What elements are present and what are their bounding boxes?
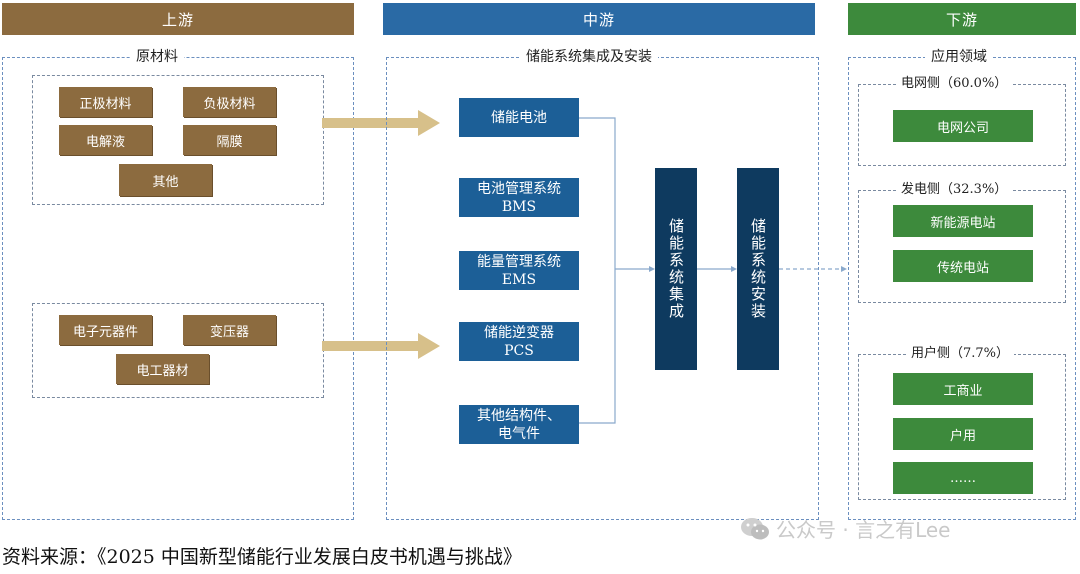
raw-materials-group-battery [32,75,324,205]
component-sublabel: PCS [504,342,534,359]
component-sublabel: BMS [501,198,537,215]
midstream-header-label: 中游 [582,10,615,29]
grid-company: 电网公司 [893,110,1033,142]
component-label: 其他结构件、 [477,407,561,424]
user-side-label: 用户侧（7.7%） [906,346,1015,362]
traditional-station: 传统电站 [893,250,1033,282]
application-title: 应用领域 [925,48,993,66]
generation-side-label: 发电侧（32.3%） [896,182,1013,198]
midstream-title: 储能系统集成及安装 [520,48,658,66]
component-sublabel: EMS [501,271,537,288]
component-label: 能量管理系统 [477,253,561,270]
component-label: 电池管理系统 [477,180,561,197]
system-installation-label: 储能系统安装 [749,218,767,320]
flow-arrow-upper [322,110,440,136]
component-bms: 电池管理系统 BMS [459,178,579,217]
commercial-industrial: 工商业 [893,373,1033,405]
raw-material-anode: 负极材料 [183,87,276,117]
raw-material-electronic-components: 电子元器件 [59,315,152,345]
system-installation-bar: 储能系统安装 [737,168,779,370]
component-ems: 能量管理系统 EMS [459,251,579,290]
raw-materials-title: 原材料 [130,48,184,66]
component-label: 储能逆变器 [484,324,554,341]
household: 户用 [893,418,1033,450]
midstream-connectors [579,117,847,424]
component-label: 储能电池 [491,109,547,126]
more-ellipsis: …… [893,462,1033,494]
grid-side-label: 电网侧（60.0%） [896,76,1013,92]
watermark-text: 公众号 · 言之有Lee [776,518,951,542]
component-pcs: 储能逆变器 PCS [459,322,579,361]
component-sublabel: 电气件 [498,425,540,442]
raw-material-cathode: 正极材料 [59,87,152,117]
component-other-structural: 其他结构件、 电气件 [459,405,579,444]
wechat-icon [741,517,769,539]
system-integration-bar: 储能系统集成 [655,168,697,370]
raw-material-electrical-equipment: 电工器材 [116,354,209,384]
source-caption: 资料来源：《2025 中国新型储能行业发展白皮书机遇与挑战》 [2,546,522,568]
flow-arrow-lower [322,333,440,359]
component-energy-storage-battery: 储能电池 [459,98,579,137]
midstream-header: 中游 [383,3,815,35]
new-energy-station: 新能源电站 [893,205,1033,237]
upstream-header: 上游 [2,3,354,35]
raw-material-transformer: 变压器 [183,315,276,345]
downstream-header: 下游 [848,3,1076,35]
watermark: 公众号 · 言之有Lee [740,514,950,543]
system-integration-label: 储能系统集成 [667,218,685,320]
raw-material-electrolyte: 电解液 [59,125,152,155]
raw-material-separator: 隔膜 [183,125,276,155]
raw-material-other: 其他 [119,164,212,196]
downstream-header-label: 下游 [945,10,978,29]
upstream-header-label: 上游 [161,10,194,29]
